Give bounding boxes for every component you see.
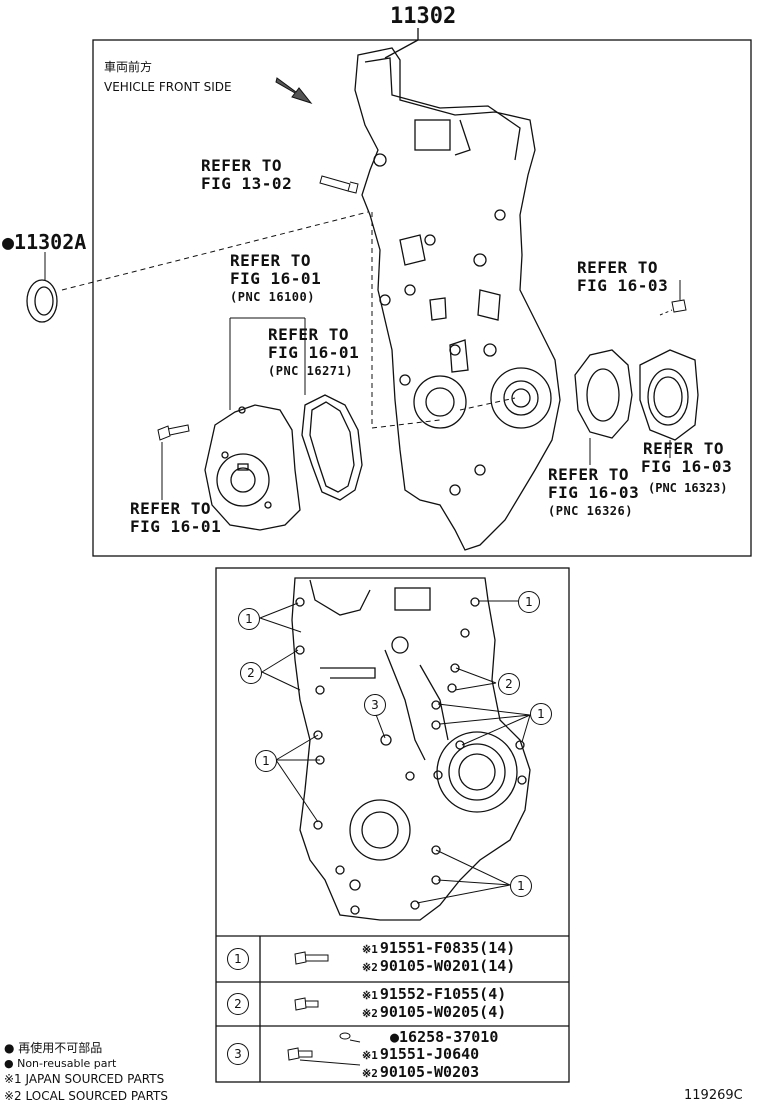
water-pump: [204, 404, 301, 531]
callout-1: 1: [518, 591, 540, 613]
callout-1: 1: [530, 703, 552, 725]
part-number: 91552-F1055(4): [379, 985, 507, 1003]
ref-pnc-16323: (PNC 16323): [648, 481, 728, 495]
callout-1: 1: [255, 750, 277, 772]
ref-line: REFER TO: [268, 325, 350, 344]
ref-line: FIG 16-03: [548, 483, 640, 502]
timing-cover-outline: [354, 47, 561, 551]
part-line: ●16258-37010: [390, 1029, 498, 1046]
oil-seal: [26, 279, 58, 323]
part-number: 90105-W0201(14): [379, 957, 516, 975]
legend-bolt-icons: [287, 951, 361, 1066]
callout-1: 1: [238, 608, 260, 630]
ref-fig-16-03-pnc16326: REFER TO FIG 16-03 (PNC 16326): [548, 465, 640, 519]
ref-line: REFER TO: [201, 156, 283, 175]
note-nonreuse-jp: ● 再使用不可部品: [4, 1041, 103, 1055]
bolt-fig-16-01: [157, 424, 190, 441]
ref-pnc: (PNC 16100): [230, 290, 315, 304]
callout-leaders: [259, 600, 531, 904]
ref-pnc: (PNC 16326): [548, 504, 633, 518]
ref-line: REFER TO: [548, 465, 630, 484]
note-japan-sourced: ※1 JAPAN SOURCED PARTS: [4, 1072, 165, 1086]
outlet-gasket: [574, 349, 633, 439]
seal-part-number: ●11302A: [2, 230, 86, 254]
ref-line: REFER TO: [230, 251, 312, 270]
ref-line: FIG 13-02: [201, 174, 293, 193]
ref-line: REFER TO: [577, 258, 659, 277]
legend-key-3: 3: [227, 1043, 249, 1065]
legend-key-2: 2: [227, 993, 249, 1015]
direction-label-en: VEHICLE FRONT SIDE: [104, 80, 232, 94]
bolt-fig-13-02: [319, 175, 359, 194]
local-mark: ※2: [362, 1007, 378, 1020]
callout-2: 2: [498, 673, 520, 695]
ref-fig-16-01-pnc16271: REFER TO FIG 16-01 (PNC 16271): [268, 325, 360, 379]
figure-id: 119269C: [684, 1088, 743, 1103]
callout-2: 2: [240, 662, 262, 684]
upper-frame: [92, 39, 752, 557]
install-lines: [61, 211, 516, 429]
note-local-sourced: ※2 LOCAL SOURCED PARTS: [4, 1089, 168, 1103]
callout-1: 1: [510, 875, 532, 897]
japan-mark: ※1: [362, 989, 378, 1002]
water-outlet: [639, 349, 699, 441]
ref-line: REFER TO: [130, 499, 212, 518]
ref-fig-13-02: REFER TO FIG 13-02: [201, 157, 292, 193]
ref-line: FIG 16-01: [268, 343, 360, 362]
notes: ● 再使用不可部品 ● Non-reusable part ※1 JAPAN S…: [4, 1040, 168, 1105]
callout-3: 3: [364, 694, 386, 716]
ref-fig-16-01-pnc16100: REFER TO FIG 16-01 (PNC 16100): [230, 251, 322, 305]
japan-mark: ※1: [362, 1049, 378, 1062]
part-number: 91551-F0835(14): [379, 939, 516, 957]
nonreusable-bullet-icon: ●: [2, 230, 15, 254]
ref-fig-16-03-bolt: REFER TO FIG 16-03: [577, 259, 668, 295]
lower-frame: [215, 567, 570, 1083]
ref-fig-16-03-pnc16323: REFER TO FIG 16-03: [641, 439, 733, 476]
ref-line: FIG 16-03: [577, 276, 669, 295]
ref-fig-16-01-bolt: REFER TO FIG 16-01: [130, 500, 221, 536]
ref-line: FIG 16-01: [230, 269, 322, 288]
front-direction-arrow: [275, 77, 313, 104]
legend-key-1: 1: [227, 948, 249, 970]
ref-pnc: (PNC 16271): [268, 364, 353, 378]
local-mark: ※2: [362, 961, 378, 974]
part-number: 90105-W0205(4): [379, 1003, 507, 1021]
note-nonreuse-en: ● Non-reusable part: [4, 1057, 117, 1070]
ref-line: FIG 16-03: [641, 457, 733, 476]
seal-part-label: 11302A: [14, 230, 87, 254]
pump-gasket: [301, 394, 363, 501]
part-number: 90105-W0203: [379, 1063, 480, 1081]
ref-line: FIG 16-01: [130, 517, 222, 536]
direction-label-jp: 車両前方: [104, 60, 153, 74]
cover-front-view: [291, 577, 531, 921]
bolt-fig-16-03: [659, 299, 687, 316]
nonreusable-bullet-icon: ●: [390, 1028, 400, 1046]
japan-mark: ※1: [362, 943, 378, 956]
part-number: 91551-J0640: [379, 1045, 480, 1063]
local-mark: ※2: [362, 1067, 378, 1080]
part-number: 16258-37010: [399, 1028, 499, 1046]
main-part-number: 11302: [390, 4, 457, 29]
ref-line: REFER TO: [643, 439, 725, 458]
